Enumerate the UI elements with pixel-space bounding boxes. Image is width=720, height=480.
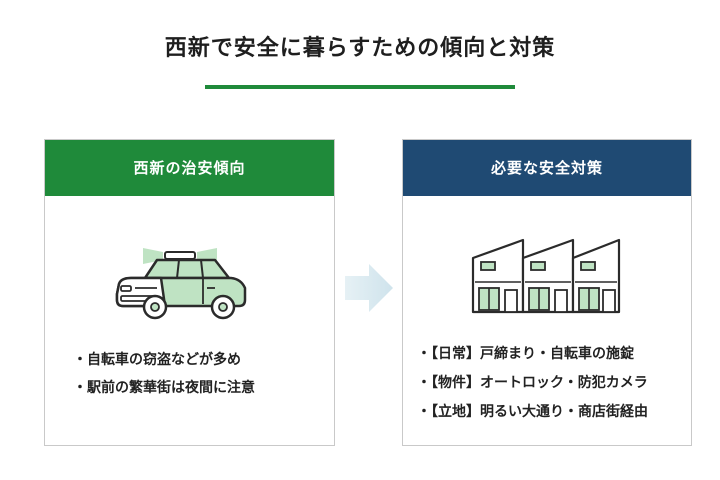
safety-measures-panel: 必要な安全対策 — [402, 139, 692, 446]
list-item: 自転車の窃盗などが多め — [73, 346, 255, 374]
crime-trend-panel: 西新の治安傾向 自転車の窃盗などが多め 駅前の繁華街は夜間に注意 — [44, 139, 335, 446]
list-item: 【物件】オートロック・防犯カメラ — [417, 369, 648, 398]
list-item: 駅前の繁華街は夜間に注意 — [73, 374, 255, 402]
row-houses-icon — [471, 238, 621, 314]
list-item: 【立地】明るい大通り・商店街経由 — [417, 398, 648, 427]
title-underline — [205, 85, 515, 89]
crime-trend-list: 自転車の窃盗などが多め 駅前の繁華街は夜間に注意 — [73, 346, 255, 402]
crime-trend-header: 西新の治安傾向 — [45, 140, 334, 196]
safety-measures-list: 【日常】戸締まり・自転車の施錠 【物件】オートロック・防犯カメラ 【立地】明るい… — [417, 340, 648, 427]
safety-measures-header: 必要な安全対策 — [403, 140, 691, 196]
list-item: 【日常】戸締まり・自転車の施錠 — [417, 340, 648, 369]
police-car-icon — [115, 248, 247, 320]
arrow-right-icon — [345, 264, 393, 312]
page-title: 西新で安全に暮らすための傾向と対策 — [164, 36, 556, 61]
